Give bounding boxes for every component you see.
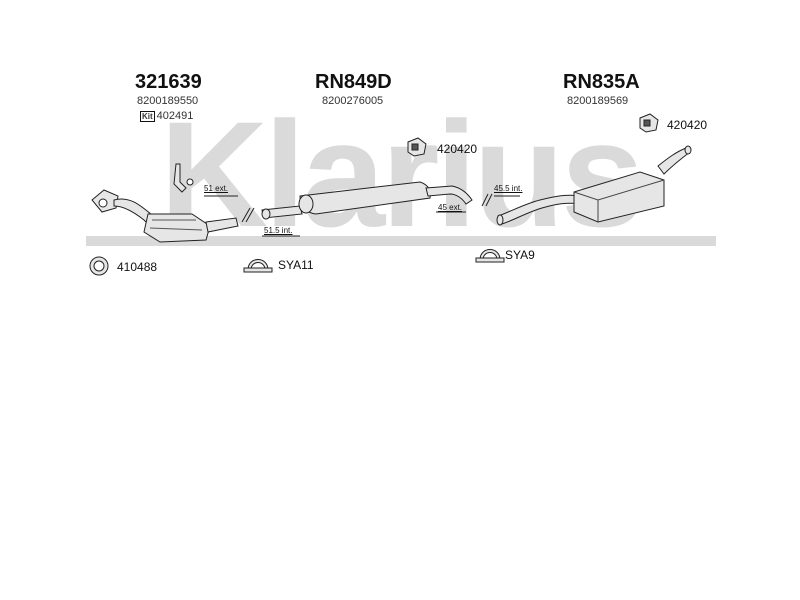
kit-code: 402491 (156, 110, 194, 122)
kit-badge: Kit (140, 111, 155, 122)
rear-silencer (496, 145, 692, 226)
middle-part-code: RN849D (315, 71, 392, 93)
clamp-icon (475, 249, 505, 263)
dimension-label-1: 51 ext. (204, 184, 229, 193)
middle-part-oe-number: 8200276005 (322, 95, 384, 107)
hanger-1-code: 420420 (437, 142, 478, 156)
rubber-hanger-icon (407, 137, 427, 157)
hanger-2-code: 420420 (667, 118, 708, 132)
dimension-label-3: 45.5 int. (494, 184, 523, 193)
watermark-underline (86, 236, 716, 246)
watermark-text: Klarius (160, 90, 641, 258)
rear-part-code: RN835A (563, 71, 640, 93)
front-part-code: 321639 (135, 71, 202, 93)
front-part-oe-number: 8200189550 (137, 95, 199, 107)
dimension-label-4: 45 ext. (438, 203, 463, 212)
catalyst-body (143, 213, 211, 243)
clamp-2-code: SYA9 (505, 248, 535, 262)
dimension-label-2: 51.5 int. (264, 226, 293, 235)
dimension-leaders (204, 195, 520, 237)
clamp-icon (243, 259, 273, 273)
rubber-hanger-icon (639, 113, 659, 133)
lambda-sensor (173, 163, 187, 193)
joint-marks (241, 193, 493, 223)
front-pipe-catalyst (91, 163, 239, 243)
front-outlet-pipe (205, 217, 239, 233)
middle-silencer (261, 181, 473, 220)
clamp-1-code: SYA11 (278, 258, 314, 272)
gasket-code: 410488 (117, 260, 158, 274)
gasket-ring-icon (89, 256, 109, 276)
rear-part-oe-number: 8200189569 (567, 95, 629, 107)
